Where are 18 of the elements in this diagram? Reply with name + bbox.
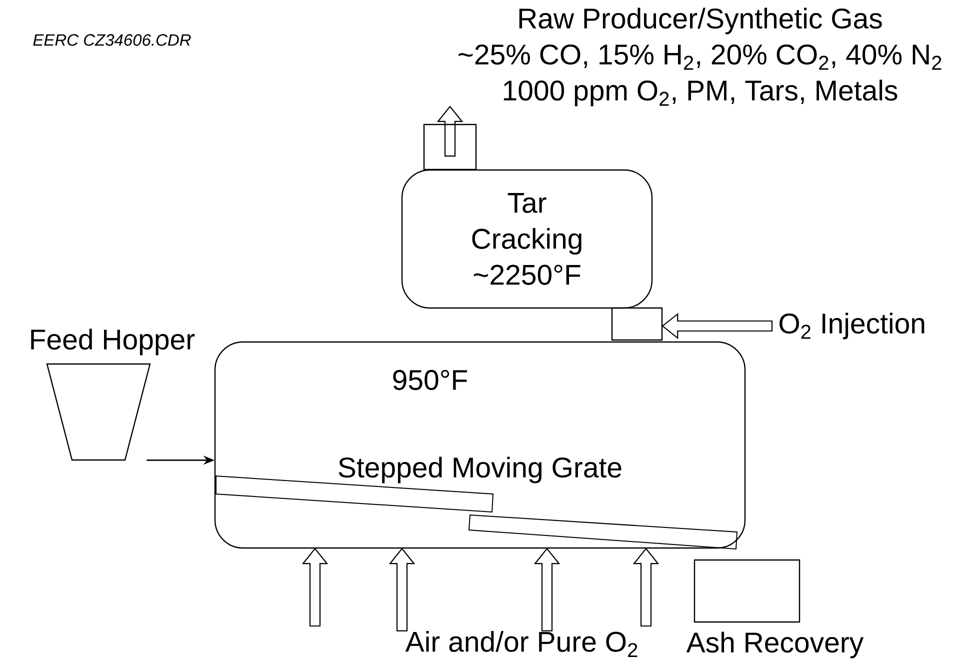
gas-outlet [423,124,477,170]
arrow [388,548,416,632]
injection-label: O$_{2}$ Injection [780,312,924,340]
arrow [436,106,464,157]
file-reference-text: EERC CZ34606.CDR [33,34,191,46]
node-label: Feed Hopper [31,328,195,356]
node-label: Ash Recovery [686,632,864,658]
ash-recovery-box: Ash Recovery [686,559,864,658]
arrow [662,312,773,340]
arrow [632,548,660,627]
arrow [302,548,328,627]
gasifier-chamber: 950°F Stepped Moving Grate [214,341,746,549]
gas-composition-text: Raw Producer/Synthetic Gas ~25% CO, 15% H$_{2}$, 20% CO$_{2}$, 40% N$_{2}$ 1000 ppm O$_{2}$, PM, Tars, Metals [458,8,942,106]
arrow [534,548,560,632]
tar-cracking-chamber: Tar Cracking ~2250°F [401,169,653,309]
feed-hopper: Feed Hopper [31,328,195,461]
injection-port [611,307,663,341]
air-supply-label: Air and/or Pure O$_{2}$ [405,630,638,657]
